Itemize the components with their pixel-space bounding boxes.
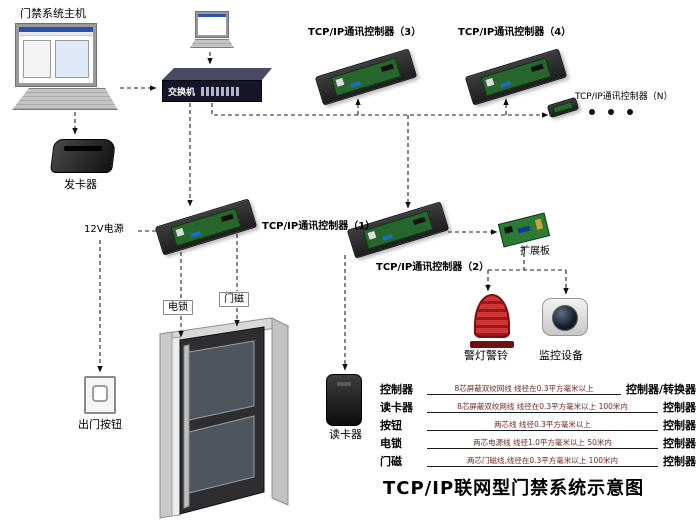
row-from: 按钮 [380,419,402,432]
row-wire-spec: 两芯门磁线,线径在0.3平方毫米以上 100米内 [466,456,619,465]
host-screen [15,23,97,87]
row-wire-spec: 8芯屏蔽双绞网线 线径在0.3平方毫米以上 [454,384,594,393]
management-pc [190,11,234,50]
door-glass-upper [188,340,255,421]
screen-titlebar [19,27,93,32]
host-label: 门禁系统主机 [20,7,86,20]
door-drawing [158,317,290,519]
screen-window [55,40,89,78]
card-issuer-device [49,139,117,173]
continuation-dots [589,109,633,115]
table-row: 按钮 两芯线 线径0.3平方毫米以上 控制器 [380,415,696,433]
controllerN-label: TCP/IP通讯控制器（N） [575,92,673,102]
chip [534,218,544,230]
row-from: 电锁 [380,437,402,450]
chip [380,63,394,73]
chip [382,233,394,241]
row-to: 控制器 [663,401,696,414]
door-magnet-label: 门磁 [219,292,249,307]
switch-ports [201,86,242,96]
row-wire-spec: 两芯线 线径0.3平方毫米以上 [494,420,591,429]
chip [485,77,495,87]
row-from: 控制器 [380,383,413,396]
chip [517,225,531,234]
row-from: 门磁 [380,455,402,468]
card-reader-label: 读卡器 [329,428,362,441]
screen-panel [23,40,51,78]
exit-button-device [84,376,116,414]
exit-button-pad [92,385,108,402]
chip [367,230,377,240]
card-reader-led [337,382,351,386]
row-to: 控制器 [663,419,696,432]
row-wire-line: 8芯屏蔽双绞网线 线径在0.3平方毫米以上 [427,382,621,395]
pc-keyboard [190,39,234,48]
row-wire-line: 8芯屏蔽双绞网线 线径在0.3平方毫米以上 100米内 [427,400,658,413]
controller1-label: TCP/IP通讯控制器（1） [262,221,376,232]
table-row: 控制器 8芯屏蔽双绞网线 线径在0.3平方毫米以上 控制器/转换器 [380,379,696,397]
exit-button-label: 出门按钮 [78,418,122,431]
pcb [552,101,574,114]
row-to: 控制器/转换器 [625,383,696,396]
switch-label: 交换机 [168,87,196,98]
camera-dome [552,305,578,331]
card-issuer-label: 发卡器 [64,178,97,191]
row-wire-line: 两芯线 线径0.3平方毫米以上 [427,418,658,431]
chip [350,80,362,88]
controller4-label: TCP/IP通讯控制器（4） [458,27,572,38]
chip [220,213,234,223]
line-backbone [211,103,549,118]
table-row: 读卡器 8芯屏蔽双绞网线 线径在0.3平方毫米以上 100米内 控制器 [380,397,696,415]
alarm-base [470,341,514,348]
chip [335,77,345,87]
alarm-dome [474,294,510,338]
table-row: 电锁 两芯电源线 线径1.0平方毫米以上 50米内 控制器 [380,433,696,451]
wiring-spec-table: 控制器 8芯屏蔽双绞网线 线径在0.3平方毫米以上 控制器/转换器 读卡器 8芯… [380,379,696,469]
switch-top-face [162,68,272,80]
chip [503,225,514,234]
screen-menubar [19,32,93,36]
row-wire-spec: 两芯电源线 线径1.0平方毫米以上 50米内 [473,438,612,447]
door-frame-left [159,331,173,519]
table-row: 门磁 两芯门磁线,线径在0.3平方毫米以上 100米内 控制器 [380,451,696,469]
chip [190,230,202,238]
diagram-title: TCP/IP联网型门禁系统示意图 [383,478,645,499]
host-laptop [12,22,122,112]
card-reader-device [326,374,362,426]
pc-screen [195,11,229,38]
door-frame-right [271,317,289,506]
door-gap [171,336,181,517]
controller2-label: TCP/IP通讯控制器（2） [376,262,490,273]
row-from: 读卡器 [380,401,413,414]
row-wire-line: 两芯门磁线,线径在0.3平方毫米以上 100米内 [427,454,658,467]
switch-front-face: 交换机 [162,80,262,102]
chip [500,80,512,88]
alarm-beacon [470,294,514,348]
alarm-label: 警灯警铃 [464,349,508,362]
card-issuer-body [49,139,117,173]
pc-screen-titlebar [198,14,226,17]
chip [530,63,544,73]
controller3-label: TCP/IP通讯控制器（3） [308,27,422,38]
row-wire-line: 两芯电源线 线径1.0平方毫米以上 50米内 [427,436,658,449]
door-handle-stile [183,344,190,509]
monitor-label: 监控设备 [539,349,583,362]
host-keyboard [12,88,118,110]
expansion-label: 扩展板 [520,246,550,257]
power-label: 12V电源 [84,224,124,235]
electric-lock-label: 电锁 [163,300,193,315]
row-wire-spec: 8芯屏蔽双绞网线 线径在0.3平方毫米以上 100米内 [457,402,628,411]
chip [412,216,426,226]
row-to: 控制器 [663,455,696,468]
card-issuer-slot [64,146,102,151]
network-switch: 交换机 [162,68,274,104]
dome-camera [542,298,588,338]
chip [175,227,185,237]
row-to: 控制器 [663,437,696,450]
